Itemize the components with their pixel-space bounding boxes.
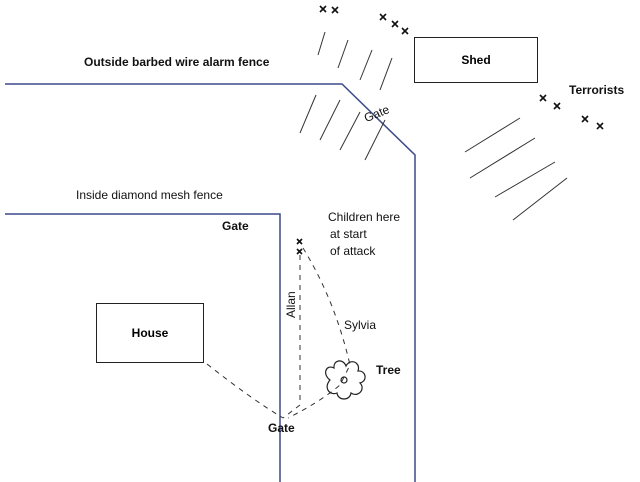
- children-label-line1: Children here: [328, 210, 401, 224]
- sylvia-label: Sylvia: [344, 318, 377, 332]
- outside-fence-label: Outside barbed wire alarm fence: [84, 55, 270, 69]
- children-label-line2: at start: [330, 227, 367, 241]
- terrorist-marks: [319, 5, 604, 130]
- allan-label: Allan: [284, 291, 298, 318]
- gate-bottom-label: Gate: [268, 421, 295, 435]
- inside-fence-label: Inside diamond mesh fence: [76, 188, 223, 202]
- allan-path: [282, 255, 301, 419]
- children-label-line3: of attack: [330, 244, 376, 258]
- house-path: [206, 363, 284, 419]
- gate-inner-label: Gate: [222, 219, 249, 233]
- children-start-marks: [296, 238, 303, 255]
- tree-icon: [325, 360, 366, 400]
- firing-lines-top: [299, 31, 393, 161]
- tree-label: Tree: [376, 363, 401, 377]
- house-box: House: [96, 303, 204, 363]
- shed-label: Shed: [461, 53, 491, 67]
- shed-box: Shed: [414, 37, 538, 83]
- firing-lines-right: [464, 117, 568, 221]
- terrorists-label: Terrorists: [569, 83, 625, 97]
- house-label: House: [131, 326, 169, 340]
- sylvia-path: [287, 247, 351, 419]
- outside-fence-line: [5, 83, 416, 482]
- inside-fence-line: [5, 213, 281, 482]
